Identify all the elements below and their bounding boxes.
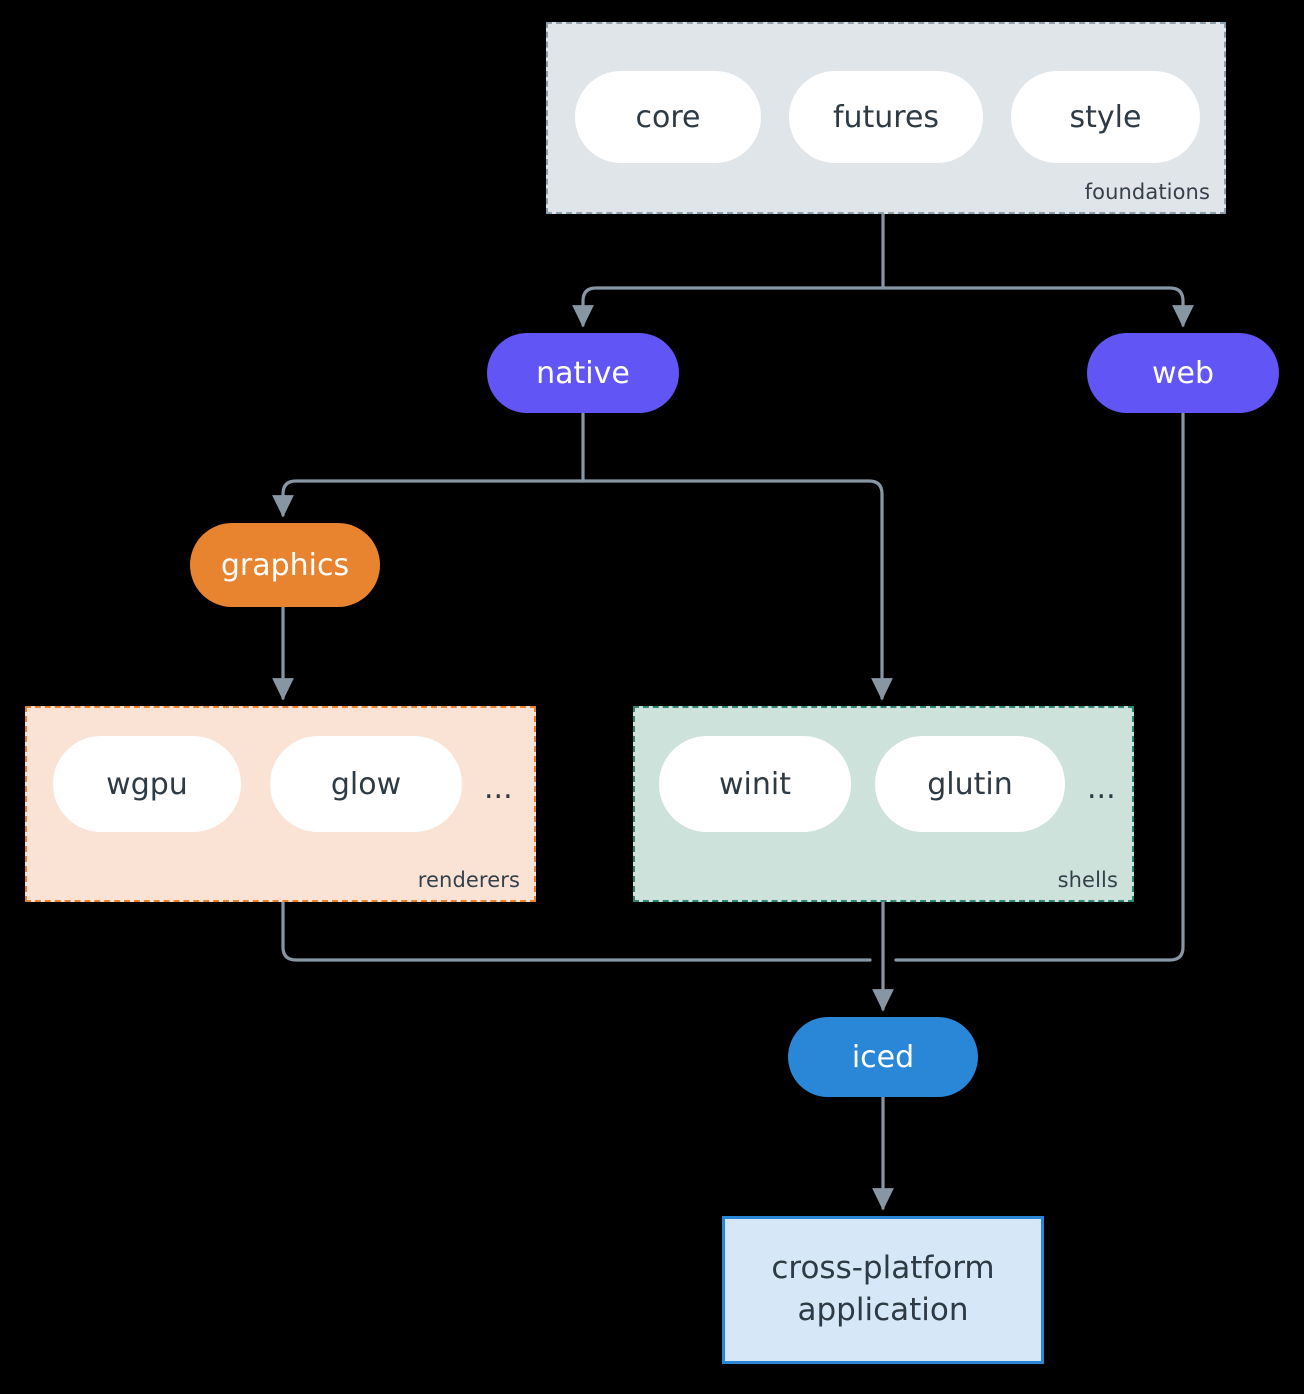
application-label-line1: cross-platform <box>771 1250 995 1287</box>
group-shells[interactable]: winit glutin ... shells <box>633 706 1134 902</box>
application-label-line2: application <box>797 1292 969 1328</box>
group-renderers[interactable]: wgpu glow ... renderers <box>25 706 536 902</box>
pill-glutin-label: glutin <box>927 766 1013 802</box>
group-shells-label: shells <box>1057 868 1118 892</box>
group-renderers-label: renderers <box>417 868 520 892</box>
pill-glow-label: glow <box>330 766 402 802</box>
node-native[interactable]: native <box>487 333 679 413</box>
group-foundations[interactable]: core futures style foundations <box>546 22 1226 214</box>
pill-wgpu-label: wgpu <box>106 766 188 802</box>
node-graphics[interactable]: graphics <box>190 523 380 607</box>
group-foundations-label: foundations <box>1084 180 1210 204</box>
pill-glow[interactable]: glow <box>270 736 462 832</box>
edge-native-to-shells <box>581 479 893 701</box>
node-iced[interactable]: iced <box>788 1017 978 1097</box>
node-web-label: web <box>1151 355 1215 391</box>
node-cross-platform-application[interactable]: cross-platform application <box>722 1216 1044 1364</box>
pill-glutin[interactable]: glutin <box>875 736 1065 832</box>
pill-wgpu[interactable]: wgpu <box>53 736 241 832</box>
pill-style[interactable]: style <box>1011 71 1200 163</box>
edge-renderers-to-iced <box>281 900 872 962</box>
renderers-more-ellipsis: ... <box>484 771 513 806</box>
pill-core[interactable]: core <box>575 71 761 163</box>
node-web[interactable]: web <box>1087 333 1279 413</box>
node-iced-label: iced <box>851 1039 915 1075</box>
edge-native-to-graphics <box>272 479 585 518</box>
pill-futures[interactable]: futures <box>789 71 983 163</box>
node-graphics-label: graphics <box>220 547 350 583</box>
pill-winit-label: winit <box>719 766 791 802</box>
pill-style-label: style <box>1069 99 1142 135</box>
edge-foundations-to-native <box>572 286 885 328</box>
edge-foundations-to-web <box>881 286 1194 328</box>
shells-more-ellipsis: ... <box>1087 771 1116 806</box>
pill-winit[interactable]: winit <box>659 736 851 832</box>
node-native-label: native <box>536 355 630 391</box>
pill-core-label: core <box>635 99 701 135</box>
pill-futures-label: futures <box>832 99 940 135</box>
